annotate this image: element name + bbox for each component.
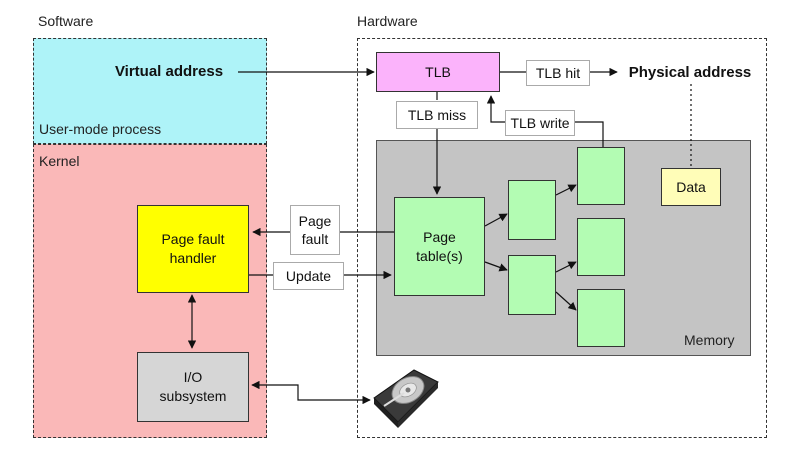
kernel-label: Kernel bbox=[39, 153, 80, 169]
data-box: Data bbox=[661, 168, 721, 206]
page-table-level3-3 bbox=[577, 289, 625, 347]
update-label: Update bbox=[273, 262, 344, 290]
memory-label: Memory bbox=[684, 332, 735, 348]
page-tables-box: Page table(s) bbox=[394, 197, 485, 296]
hard-disk-icon bbox=[373, 369, 439, 428]
physical-address-label: Physical address bbox=[628, 64, 752, 82]
user-mode-label: User-mode process bbox=[39, 121, 162, 137]
io-subsystem-box: I/O subsystem bbox=[137, 352, 249, 422]
page-table-level2-top bbox=[508, 180, 556, 240]
page-fault-label: Page fault bbox=[290, 205, 340, 255]
software-label: Software bbox=[38, 13, 94, 29]
page-table-level3-1 bbox=[577, 147, 625, 205]
user-mode-region bbox=[33, 38, 267, 144]
hardware-region bbox=[357, 38, 767, 438]
tlb-miss-label: TLB miss bbox=[396, 101, 478, 129]
tlb-write-label: TLB write bbox=[505, 110, 575, 136]
page-table-level3-2 bbox=[577, 218, 625, 276]
tlb-hit-label: TLB hit bbox=[526, 60, 590, 86]
virtual-address-label: Virtual address bbox=[114, 63, 224, 81]
tlb-box: TLB bbox=[376, 52, 500, 92]
page-fault-handler-box: Page fault handler bbox=[137, 205, 249, 293]
hardware-label: Hardware bbox=[357, 13, 418, 29]
page-table-level2-bottom bbox=[508, 255, 556, 315]
